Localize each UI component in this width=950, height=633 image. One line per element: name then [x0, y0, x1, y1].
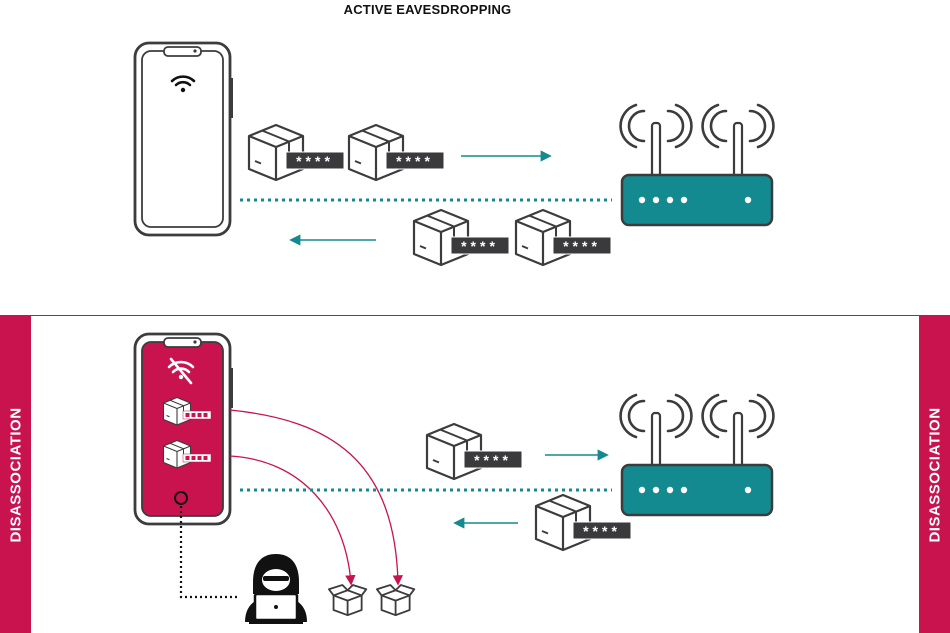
router-icon-bottom	[619, 393, 775, 517]
router-icon	[619, 103, 775, 227]
packet-top-4: ****	[514, 208, 612, 267]
drop-arrow-1	[229, 409, 404, 586]
packet-mask: ****	[296, 153, 334, 169]
dropped-box-1	[327, 584, 368, 617]
packet-mask: ****	[461, 238, 499, 254]
section-divider	[0, 315, 950, 316]
smartphone-icon	[133, 41, 233, 237]
left-side-bar: DISASSOCIATION	[0, 316, 31, 633]
dropped-box-2	[375, 584, 416, 617]
hacker-link	[179, 506, 240, 599]
wifi-icon	[170, 75, 196, 93]
packet-top-1: ****	[247, 123, 345, 182]
packet-top-2: ****	[347, 123, 445, 182]
screen-packet-1	[162, 396, 212, 426]
hacker-icon	[245, 554, 307, 624]
right-side-bar: DISASSOCIATION	[919, 316, 950, 633]
diagram-title: ACTIVE EAVESDROPPING	[343, 2, 512, 17]
packet-mask: ****	[474, 452, 512, 468]
packet-top-3: ****	[412, 208, 510, 267]
packet-bottom-1: ****	[425, 422, 523, 481]
packet-mask: ****	[396, 153, 434, 169]
drop-arrow-2	[229, 455, 356, 586]
packet-mask: ****	[563, 238, 601, 254]
screen-packet-2	[162, 439, 212, 469]
packet-mask: ****	[583, 523, 621, 539]
no-wifi-icon	[167, 357, 195, 385]
packet-bottom-2: ****	[534, 493, 632, 552]
victim-smartphone-icon	[133, 332, 233, 526]
